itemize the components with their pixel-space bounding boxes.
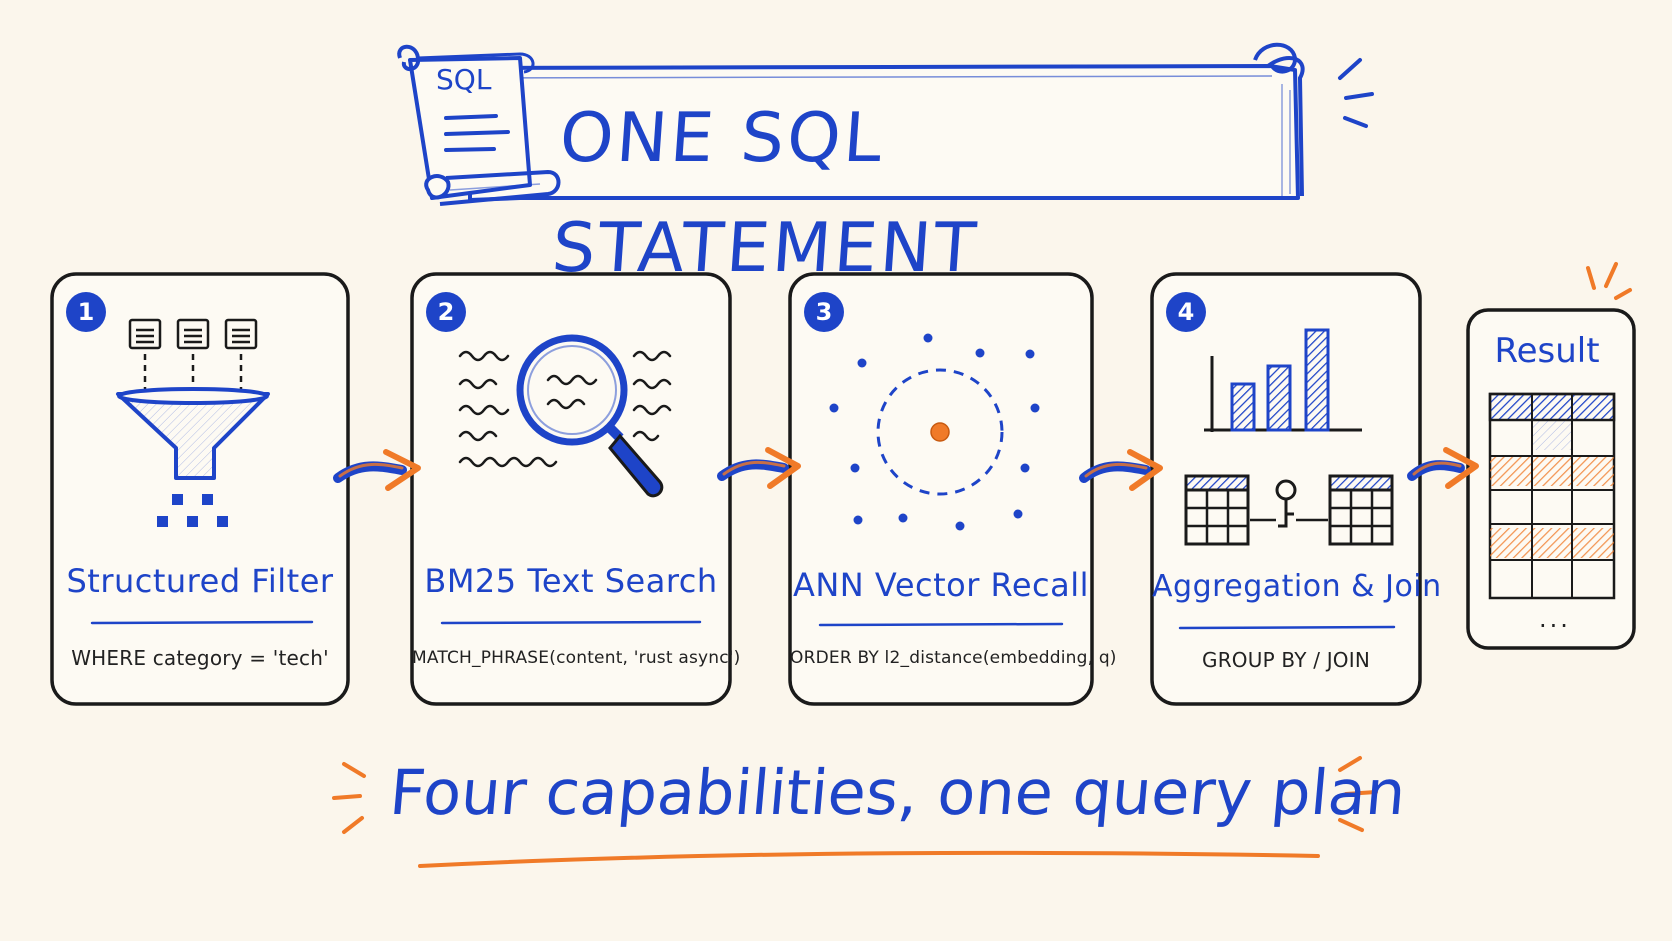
banner-sparkle-icon — [1338, 58, 1374, 128]
scroll-tag-label: SQL — [436, 63, 492, 96]
badge-4 — [1166, 292, 1206, 332]
tagline-underline — [418, 850, 1320, 868]
stage-4-code: GROUP BY / JOIN — [1202, 648, 1370, 672]
result-title: Result — [1494, 331, 1600, 371]
funnel-icon — [116, 318, 270, 527]
result-table-icon — [1488, 392, 1616, 600]
badge-3 — [804, 292, 844, 332]
number-badges — [66, 292, 1206, 332]
arrow-4-to-result — [1407, 447, 1479, 489]
tagline: Four capabilities, one query plan — [386, 756, 1409, 829]
badge-1 — [66, 292, 106, 332]
scroll-icon — [397, 44, 561, 206]
join-tables-icon — [1184, 474, 1394, 546]
stage-3-number: 3 — [815, 298, 833, 326]
bar-chart-icon — [1204, 328, 1362, 432]
arrow-3-to-4 — [1079, 449, 1163, 491]
stage-1-title: Structured Filter — [66, 562, 334, 600]
stage-4-title: Aggregation & Join — [1152, 569, 1442, 604]
title-underlines — [90, 620, 1396, 630]
banner-title: ONE SQL STATEMENT — [549, 99, 982, 288]
stage-4-number: 4 — [1177, 298, 1195, 326]
stage-3-title: ANN Vector Recall — [792, 566, 1090, 604]
stage-card-3 — [788, 272, 1094, 706]
stage-2-title: BM25 Text Search — [424, 562, 718, 600]
stage-1-code: WHERE category = 'tech' — [71, 646, 329, 670]
stage-1-number: 1 — [77, 298, 95, 326]
tagline-sparkles-right — [1338, 756, 1378, 832]
stage-3-code: ORDER BY l2_distance(embedding, q) — [790, 648, 1117, 668]
stage-2-number: 2 — [437, 298, 455, 326]
vector-cluster-icon — [829, 333, 1040, 531]
magnifier-icon — [458, 334, 672, 498]
stage-card-1 — [50, 272, 350, 706]
tagline-sparkles-left — [332, 762, 366, 834]
arrow-1-to-2 — [333, 449, 421, 491]
stage-2-code: MATCH_PHRASE(content, 'rust async') — [412, 648, 741, 668]
result-sparkle-icon — [1586, 262, 1632, 300]
arrow-2-to-3 — [717, 447, 801, 489]
result-more-indicator: ... — [1539, 605, 1571, 633]
badge-2 — [426, 292, 466, 332]
